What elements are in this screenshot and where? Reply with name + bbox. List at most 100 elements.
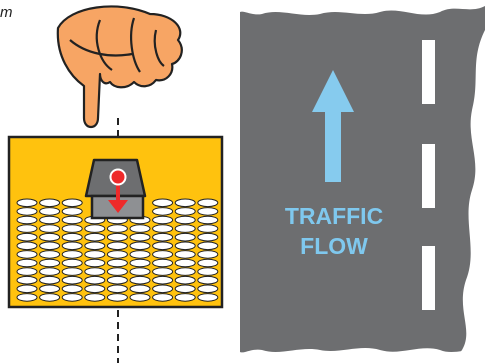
- keypad-cell: [152, 293, 174, 302]
- keypad-cell: [61, 258, 83, 268]
- road-surface: [240, 0, 485, 363]
- keypad-cell: [197, 215, 219, 225]
- keypad-cell: [39, 207, 61, 216]
- keypad-cell: [106, 275, 128, 285]
- keypad-cell: [174, 284, 196, 294]
- keypad-cell: [16, 267, 38, 276]
- keypad-cell: [197, 267, 219, 276]
- road-top-torn-edge: [240, 0, 485, 15]
- keypad-cell: [197, 207, 219, 216]
- keypad-cell: [197, 275, 219, 285]
- keypad-cell: [84, 293, 106, 302]
- keypad-cell: [129, 250, 151, 259]
- keypad-cell: [39, 198, 61, 208]
- keypad-cell: [61, 224, 83, 233]
- keypad-cell: [16, 198, 38, 208]
- keypad-cell: [106, 224, 128, 233]
- keypad-cell: [39, 250, 61, 259]
- traffic-label-line2: FLOW: [300, 233, 368, 259]
- lane-dash: [422, 40, 435, 104]
- pushbutton-arrow-icon: [108, 168, 128, 213]
- keypad-cell: [197, 284, 219, 294]
- keypad-cell: [106, 267, 128, 276]
- keypad-cell: [16, 293, 38, 302]
- keypad-cell: [152, 215, 174, 225]
- keypad-cell: [152, 198, 174, 208]
- keypad-cell: [129, 241, 151, 251]
- keypad-cell: [39, 224, 61, 233]
- keypad-cell: [106, 284, 128, 294]
- keypad-cell: [129, 275, 151, 285]
- keypad-cell: [61, 284, 83, 294]
- keypad-cell: [152, 258, 174, 268]
- keypad-cell: [106, 241, 128, 251]
- keypad-cell: [39, 267, 61, 276]
- keypad-cell: [84, 284, 106, 294]
- keypad-cell: [197, 198, 219, 208]
- keypad-cell: [197, 241, 219, 251]
- keypad-cell: [197, 250, 219, 259]
- keypad-cell: [174, 267, 196, 276]
- keypad-cell-grid: [16, 198, 219, 302]
- traffic-label-line1: TRAFFIC: [285, 203, 383, 229]
- keypad-cell: [152, 241, 174, 251]
- corner-text-fragment: m: [0, 4, 13, 21]
- keypad-cell: [106, 232, 128, 242]
- lane-dash: [422, 246, 435, 310]
- keypad-cell: [174, 293, 196, 302]
- keypad-cell: [129, 258, 151, 268]
- keypad-cell: [16, 207, 38, 216]
- keypad-cell: [16, 275, 38, 285]
- keypad-cell: [174, 198, 196, 208]
- keypad-cell: [61, 241, 83, 251]
- keypad-cell: [39, 232, 61, 242]
- keypad-cell: [84, 275, 106, 285]
- keypad-cell: [39, 275, 61, 285]
- keypad-cell: [61, 215, 83, 225]
- keypad-cell: [39, 241, 61, 251]
- keypad-cell: [84, 232, 106, 242]
- keypad-cell: [129, 267, 151, 276]
- keypad-cell: [174, 275, 196, 285]
- keypad-cell: [129, 232, 151, 242]
- keypad-cell: [16, 232, 38, 242]
- keypad-cell: [84, 267, 106, 276]
- keypad-cell: [129, 293, 151, 302]
- keypad-cell: [197, 293, 219, 302]
- keypad-cell: [174, 207, 196, 216]
- keypad-cell: [106, 250, 128, 259]
- keypad-cell: [152, 207, 174, 216]
- keypad-cell: [129, 224, 151, 233]
- keypad-cell: [174, 258, 196, 268]
- keypad-cell: [39, 215, 61, 225]
- keypad-cell: [152, 232, 174, 242]
- keypad-cell: [39, 293, 61, 302]
- keypad-cell: [16, 241, 38, 251]
- keypad-cell: [61, 275, 83, 285]
- keypad-cell: [61, 232, 83, 242]
- keypad-cell: [39, 258, 61, 268]
- keypad-cell: [61, 267, 83, 276]
- keypad-cell: [39, 284, 61, 294]
- up-arrow-icon: [312, 70, 354, 182]
- keypad-cell: [129, 284, 151, 294]
- keypad-cell: [197, 258, 219, 268]
- keypad-cell: [61, 198, 83, 208]
- keypad-cell: [84, 224, 106, 233]
- pointing-hand-icon: [56, 5, 183, 129]
- keypad-cell: [106, 293, 128, 302]
- keypad-cell: [84, 241, 106, 251]
- keypad-cell: [61, 250, 83, 259]
- keypad-cell: [16, 215, 38, 225]
- keypad-cell: [61, 207, 83, 216]
- keypad-cell: [16, 250, 38, 259]
- keypad-cell: [16, 284, 38, 294]
- keypad-cell: [174, 241, 196, 251]
- keypad-cell: [16, 258, 38, 268]
- keypad-cell: [197, 232, 219, 242]
- lane-dash: [422, 144, 435, 208]
- keypad-cell: [152, 275, 174, 285]
- road-bottom-torn-edge: [240, 348, 485, 363]
- keypad-cell: [61, 293, 83, 302]
